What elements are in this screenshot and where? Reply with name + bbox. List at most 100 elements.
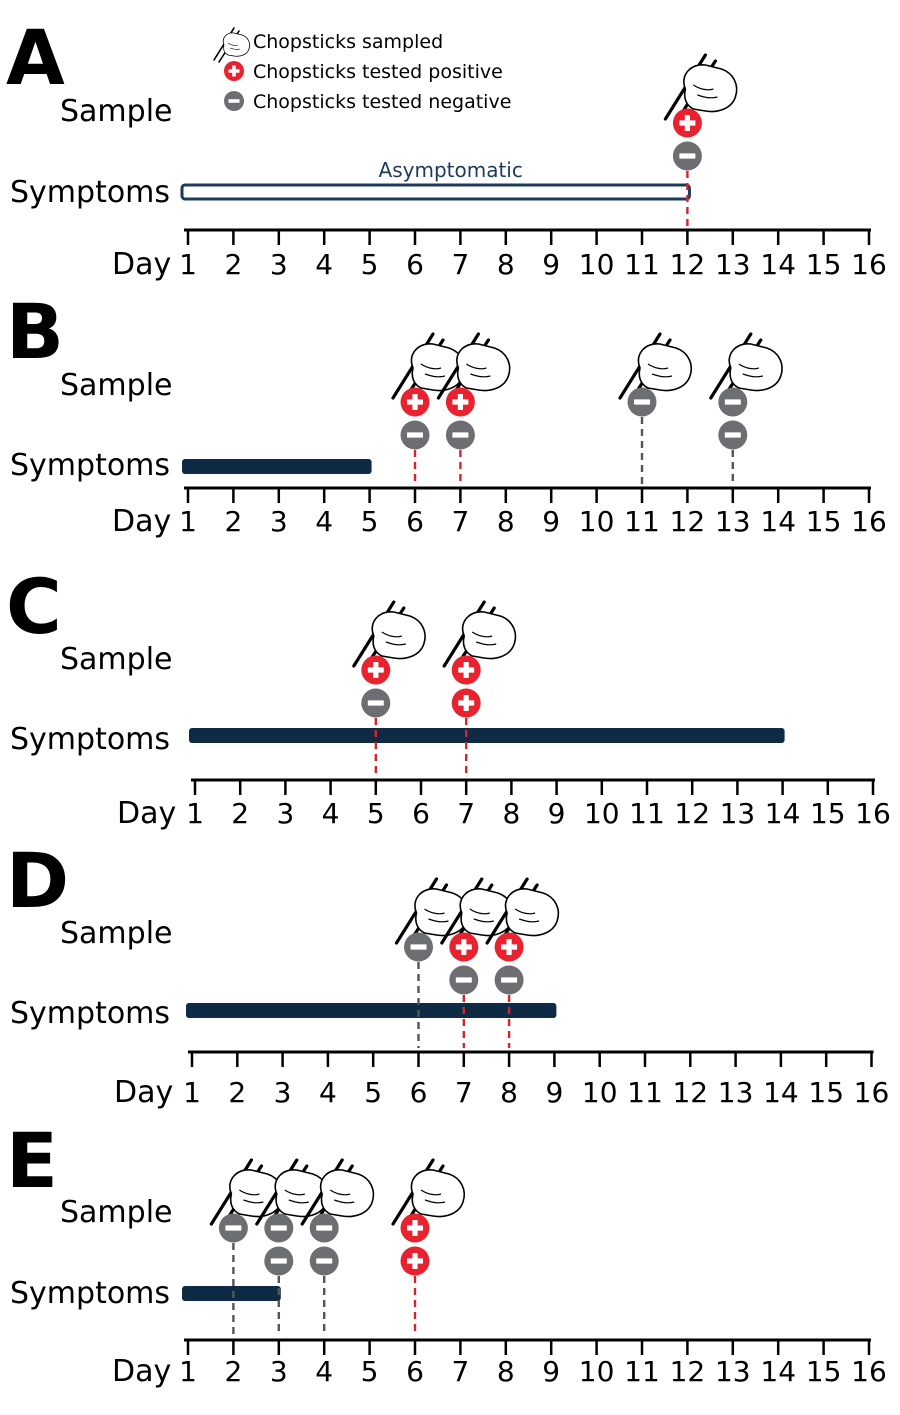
day-tick-label: 1 — [179, 505, 197, 538]
sample-day-13 — [709, 332, 784, 484]
day-tick-label: 13 — [715, 248, 751, 281]
positive-result-icon — [400, 1213, 430, 1243]
day-tick-label: 4 — [315, 505, 333, 538]
day-tick-label: 4 — [315, 248, 333, 281]
day-tick-label: 9 — [542, 248, 560, 281]
day-tick-label: 13 — [720, 797, 756, 830]
day-tick-label: 16 — [851, 248, 887, 281]
day-tick-label: 3 — [276, 797, 294, 830]
negative-result-icon — [264, 1213, 294, 1243]
negative-result-icon — [309, 1213, 339, 1243]
day-tick-label: 15 — [806, 248, 842, 281]
day-tick-label: 15 — [808, 1076, 844, 1109]
day-tick-label: 7 — [451, 1355, 469, 1388]
day-tick-label: 9 — [542, 505, 560, 538]
negative-result-icon — [309, 1246, 339, 1276]
day-tick-label: 9 — [548, 797, 566, 830]
positive-result-icon — [400, 1246, 430, 1276]
sample-day-6 — [391, 332, 466, 484]
day-tick-label: 15 — [806, 505, 842, 538]
chopsticks-icon — [618, 332, 693, 404]
day-tick-label: 16 — [851, 1355, 887, 1388]
day-tick-label: 3 — [274, 1076, 292, 1109]
chopsticks-icon — [391, 1158, 466, 1230]
day-tick-label: 12 — [670, 505, 706, 538]
panel-letter: E — [6, 1116, 58, 1205]
day-tick-label: 2 — [228, 1076, 246, 1109]
negative-result-icon — [718, 387, 748, 417]
sample-day-12 — [663, 53, 739, 226]
negative-result-icon — [264, 1246, 294, 1276]
sample-day-8 — [485, 877, 560, 1048]
day-tick-label: 8 — [497, 1355, 515, 1388]
day-tick-label: 4 — [319, 1076, 337, 1109]
day-tick-label: 3 — [270, 505, 288, 538]
symptom-period-bar — [186, 1003, 557, 1018]
panel-letter: C — [6, 562, 62, 651]
legend-sampled-label: Chopsticks sampled — [253, 31, 443, 53]
day-tick-label: 7 — [455, 1076, 473, 1109]
day-tick-label: 6 — [406, 1355, 424, 1388]
day-tick-label: 12 — [670, 248, 706, 281]
day-tick-label: 14 — [760, 248, 796, 281]
day-tick-label: 10 — [579, 1355, 615, 1388]
day-tick-label: 12 — [674, 797, 710, 830]
day-tick-label: 15 — [806, 1355, 842, 1388]
legend-chopsticks-icon — [213, 27, 251, 63]
negative-result-icon — [494, 965, 524, 995]
day-tick-label: 7 — [457, 797, 475, 830]
sample-day-7 — [442, 600, 518, 776]
sample-day-7 — [436, 332, 512, 484]
sample-row-label: Sample — [60, 368, 173, 403]
negative-result-icon — [627, 387, 657, 417]
positive-result-icon — [672, 108, 702, 138]
symptoms-row-label: Symptoms — [10, 175, 170, 210]
sample-row-label: Sample — [60, 642, 173, 677]
negative-result-icon — [449, 965, 479, 995]
sample-day-5 — [352, 600, 427, 776]
day-axis-label: Day — [112, 504, 171, 539]
positive-result-icon — [494, 932, 524, 962]
day-tick-label: 10 — [579, 248, 615, 281]
chopsticks-icon — [352, 600, 427, 672]
symptoms-row-label: Symptoms — [10, 996, 170, 1031]
day-tick-label: 7 — [451, 505, 469, 538]
chopsticks-icon — [663, 53, 739, 125]
chopsticks-icon — [442, 600, 518, 672]
day-tick-label: 5 — [361, 1355, 379, 1388]
day-tick-label: 6 — [406, 248, 424, 281]
day-tick-label: 6 — [406, 505, 424, 538]
asymptomatic-label: Asymptomatic — [379, 158, 523, 182]
positive-result-icon — [400, 387, 430, 417]
day-tick-label: 11 — [624, 505, 660, 538]
symptoms-row-label: Symptoms — [10, 448, 170, 483]
day-tick-label: 6 — [412, 797, 430, 830]
panel-letter: A — [6, 13, 65, 102]
sample-day-6 — [394, 877, 470, 1048]
day-tick-label: 3 — [270, 248, 288, 281]
legend-positive-label: Chopsticks tested positive — [253, 61, 503, 83]
day-tick-label: 6 — [410, 1076, 428, 1109]
day-tick-label: 11 — [624, 248, 660, 281]
sample-row-label: Sample — [60, 1195, 173, 1230]
day-tick-label: 2 — [224, 505, 242, 538]
negative-result-icon — [400, 420, 430, 450]
legend-negative-icon — [224, 91, 244, 111]
day-axis-label: Day — [117, 796, 176, 831]
day-tick-label: 4 — [315, 1355, 333, 1388]
day-tick-label: 14 — [763, 1076, 799, 1109]
day-tick-label: 14 — [765, 797, 801, 830]
day-tick-label: 13 — [718, 1076, 754, 1109]
positive-result-icon — [445, 387, 475, 417]
symptom-period-bar — [182, 1286, 281, 1301]
negative-result-icon — [445, 420, 475, 450]
day-tick-label: 1 — [183, 1076, 201, 1109]
day-tick-label: 8 — [500, 1076, 518, 1109]
panel-letter: B — [6, 287, 64, 376]
day-tick-label: 1 — [186, 797, 204, 830]
day-axis-label: Day — [112, 247, 171, 282]
